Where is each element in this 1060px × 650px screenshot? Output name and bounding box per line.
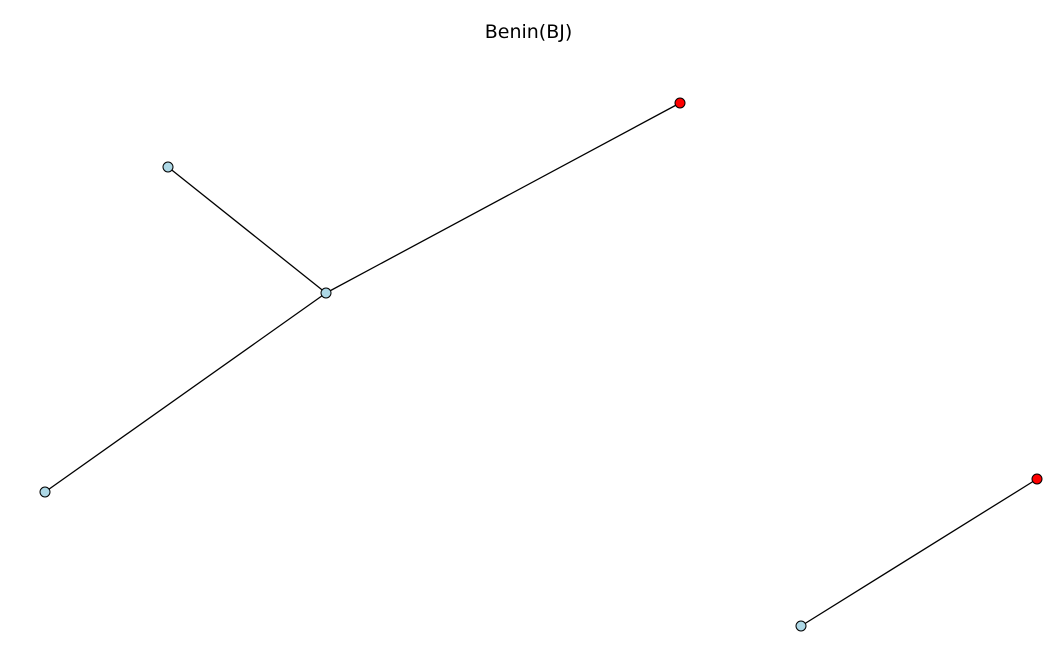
- node-top-right: [674, 97, 686, 109]
- node-layer: [39, 97, 1043, 632]
- edge-layer: [44, 102, 1038, 627]
- edge-upper-left-hub: [167, 166, 327, 294]
- graph-title: Benin(BJ): [484, 21, 573, 43]
- node-upper-left: [162, 161, 174, 173]
- edge-hub-lower-left: [44, 292, 327, 493]
- edge-bottom-right-far-right: [800, 478, 1038, 627]
- node-lower-left: [39, 486, 51, 498]
- node-far-right: [1031, 473, 1043, 485]
- edge-hub-top-right: [325, 102, 681, 294]
- node-hub: [320, 287, 332, 299]
- node-bottom-right: [795, 620, 807, 632]
